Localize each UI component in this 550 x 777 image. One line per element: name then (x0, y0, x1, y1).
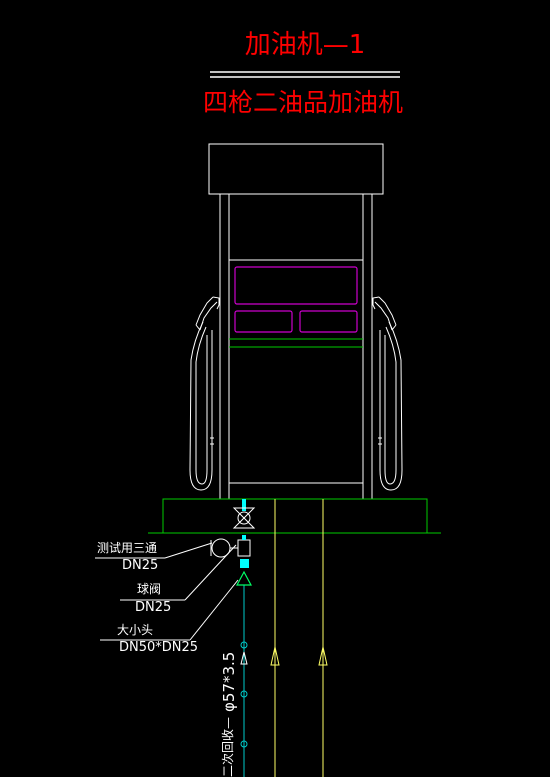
right-nozzle-hose (372, 296, 403, 491)
body-green-strips (229, 338, 363, 348)
reducer-name-label: 大小头 (117, 623, 153, 637)
fuel-pipes (270, 499, 328, 777)
leader-lines (95, 542, 239, 641)
pipe-size-label: φ57*3.5 (220, 652, 238, 712)
left-small-display (234, 310, 293, 333)
pipe-support-1 (240, 641, 248, 649)
pipe-support-2 (240, 690, 248, 698)
pipe-name-label: 二次回收— (221, 717, 235, 777)
tee-name-label: 测试用三通 (97, 540, 157, 555)
ball-valve-name-label: 球阀 (137, 582, 161, 596)
test-tee-icon (210, 535, 251, 558)
dispenser-base (148, 498, 441, 534)
drawing-subtitle: 四枪二油品加油机 (203, 88, 403, 117)
display-panels (234, 266, 358, 333)
main-display (234, 266, 358, 305)
vapor-recovery-pipe (240, 499, 248, 777)
drawing-title: 加油机—1 (245, 30, 366, 60)
pipe-support-3 (240, 740, 248, 748)
reducer-icon (235, 559, 253, 586)
tee-size-label: DN25 (122, 558, 158, 573)
right-small-display (299, 310, 358, 333)
left-nozzle-hose (189, 296, 220, 491)
ball-valve-size-label: DN25 (135, 600, 171, 615)
dispenser-top-box (208, 143, 384, 195)
reducer-size-label: DN50*DN25 (119, 640, 198, 655)
ball-valve-top-icon (232, 507, 256, 529)
